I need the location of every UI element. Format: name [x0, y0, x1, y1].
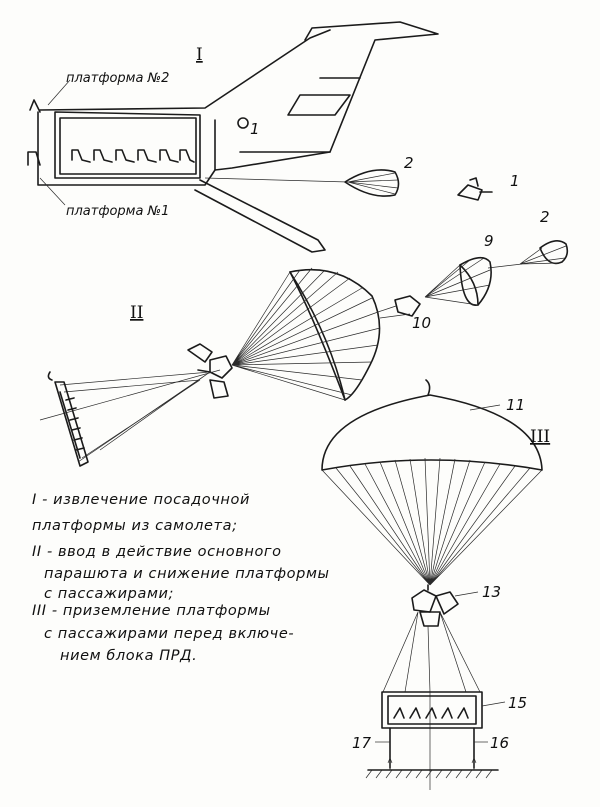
callout-13: 13	[482, 583, 501, 601]
platform1-label: платформа №1	[66, 204, 169, 219]
legend-line-1: I - извлечение посадочной	[32, 492, 250, 508]
drogue-parachute-2	[204, 169, 400, 197]
leader-platform1	[39, 177, 66, 206]
legend-line-8: нием блока ПРД.	[60, 648, 197, 664]
drogue-parachute-2-stage2	[487, 240, 569, 269]
container-10	[377, 295, 421, 317]
stage-label-1: I	[196, 45, 203, 65]
legend: I - извлечение посадочной платформы из с…	[32, 492, 330, 664]
platform-suspension-stage3	[382, 611, 481, 790]
legend-line-7: с пассажирами перед включе-	[44, 626, 294, 642]
legend-line-6: III - приземление платформы	[32, 603, 271, 619]
main-parachute-stage2	[231, 267, 381, 401]
landing-platform-stage2	[47, 371, 89, 467]
landing-platform-15	[381, 691, 483, 769]
callout-16: 16	[490, 734, 509, 752]
stage-label-2: II	[130, 303, 143, 323]
callout-2-stage1: 2	[404, 154, 414, 172]
leader-platform2	[47, 79, 71, 106]
main-parachute-stage3	[321, 379, 543, 586]
legend-line-2: платформы из самолета;	[32, 518, 238, 534]
callout-1-aircraft: 1	[250, 120, 260, 138]
callout-10: 10	[412, 314, 431, 332]
ground	[365, 757, 499, 779]
callout-11: 11	[506, 396, 525, 414]
legend-line-3: II - ввод в действие основного	[32, 544, 282, 560]
extraction-parachute-9	[424, 256, 492, 306]
leader-13	[454, 591, 479, 597]
stage-label-3: III	[530, 427, 550, 447]
passenger-seats-aircraft	[27, 149, 195, 166]
harness-blocks-stage2	[187, 343, 233, 399]
platform-suspension-stage2	[39, 369, 221, 463]
aircraft-tail	[27, 21, 439, 253]
callout-9: 9	[484, 232, 494, 250]
pilot-chute-pack-1	[457, 177, 493, 201]
legend-line-4: парашюта и снижение платформы	[44, 566, 330, 582]
leader-10	[379, 313, 411, 319]
leader-11	[469, 404, 501, 411]
callout-15: 15	[508, 694, 527, 712]
callout-1-pack: 1	[510, 172, 520, 190]
callout-2-stage2: 2	[540, 208, 550, 226]
platform2-label: платформа №2	[66, 71, 169, 86]
harness-block-13	[411, 584, 459, 627]
legend-line-5: с пассажирами;	[44, 586, 174, 602]
leader-15	[481, 701, 506, 707]
callout-17: 17	[352, 734, 372, 752]
